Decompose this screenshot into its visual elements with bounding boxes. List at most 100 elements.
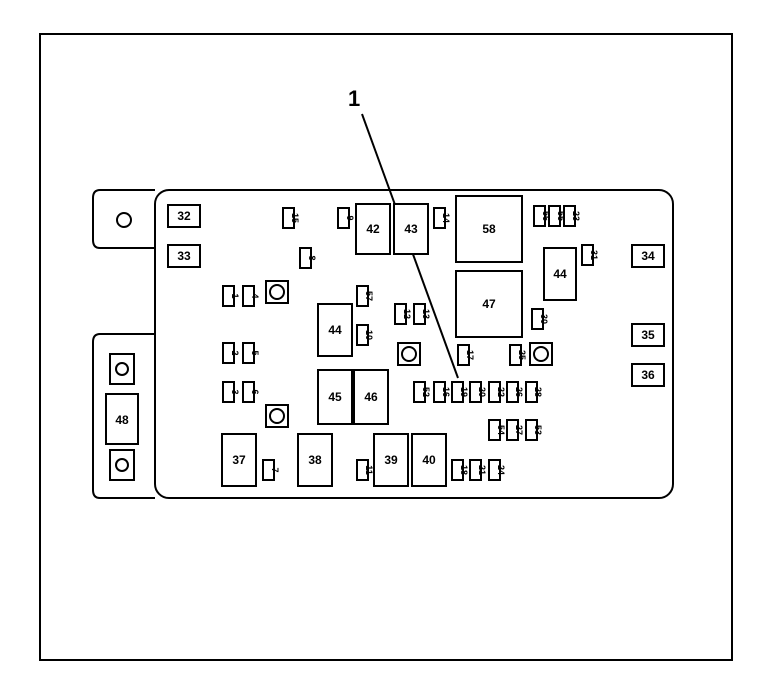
- mini-fuse-4-label: 4: [250, 293, 260, 298]
- mini-fuse-23-label: 23: [571, 211, 581, 221]
- mini-fuse-13-label: 13: [421, 309, 431, 319]
- relay-39-box: [373, 433, 409, 487]
- mini-fuse-5: 5: [242, 342, 260, 364]
- relay-33-label: 33: [177, 249, 191, 263]
- mini-fuse-56: 56: [533, 205, 551, 227]
- mini-fuse-18-label: 18: [459, 465, 469, 475]
- mounting-hole: [116, 212, 132, 228]
- mini-fuse-9: 9: [337, 207, 355, 229]
- fuse-48-pin-bottom: [115, 458, 129, 472]
- relay-35: 35: [631, 323, 665, 347]
- relay-33-box: [167, 244, 201, 268]
- mini-fuse-31-label: 31: [589, 250, 599, 260]
- mini-fuse-21: 21: [469, 459, 487, 481]
- mini-fuses: 15 9 14 56 55 23 8 31 1 4 57 12 13 30 10…: [222, 205, 599, 481]
- mini-fuse-12: 12: [394, 303, 412, 325]
- relay-47-box: [455, 270, 523, 338]
- socket-1: [265, 280, 289, 304]
- callout-label: 1: [348, 86, 360, 111]
- relay-38-label: 38: [308, 453, 322, 467]
- mini-fuse-14-label: 14: [441, 213, 451, 223]
- mini-fuse-3-label: 3: [230, 389, 240, 394]
- mini-fuse-19: 19: [451, 381, 469, 403]
- mini-fuse-56-label: 56: [541, 211, 551, 221]
- relay-46-label: 46: [364, 390, 378, 404]
- relay-44-center-box: [317, 303, 353, 357]
- mini-fuse-1-label: 1: [230, 293, 240, 298]
- mini-fuse-11: 11: [356, 459, 374, 481]
- relay-34-label: 34: [641, 249, 655, 263]
- socket-4: [265, 404, 289, 428]
- relay-45: 45: [317, 369, 353, 425]
- mounting-tab-top: [92, 189, 155, 249]
- relay-43-box: [393, 203, 429, 255]
- mini-fuse-20: 20: [469, 381, 487, 403]
- relay-37: 37: [221, 433, 257, 487]
- relay-45-label: 45: [328, 390, 342, 404]
- relay-44-right-label: 44: [553, 267, 567, 281]
- mini-fuse-2-label: 2: [230, 350, 240, 355]
- relay-37-box: [221, 433, 257, 487]
- mini-fuse-24-label: 24: [496, 465, 506, 475]
- fuse-block-body: [154, 189, 674, 499]
- relay-39-label: 39: [384, 453, 398, 467]
- mini-fuse-8: 8: [299, 247, 317, 269]
- relay-58-box: [455, 195, 523, 263]
- mini-fuse-57-label: 57: [364, 291, 374, 301]
- relay-43-label: 43: [404, 222, 418, 236]
- relay-42: 42: [355, 203, 391, 255]
- mini-fuse-11-label: 11: [364, 465, 374, 475]
- mini-fuse-25: 25: [509, 344, 527, 366]
- relay-44-center-label: 44: [328, 323, 342, 337]
- relay-36: 36: [631, 363, 665, 387]
- mini-fuse-22-label: 22: [496, 387, 506, 397]
- relay-32-box: [167, 204, 201, 228]
- socket-3: [529, 342, 553, 366]
- mini-fuse-5-label: 5: [250, 350, 260, 355]
- mini-fuse-28: 28: [525, 381, 543, 403]
- mini-fuse-20-label: 20: [477, 387, 487, 397]
- fuse-48: 48: [105, 353, 139, 481]
- relay-36-label: 36: [641, 368, 655, 382]
- mini-fuse-7-label: 7: [270, 467, 280, 472]
- relay-46-box: [353, 369, 389, 425]
- mini-fuse-26: 26: [506, 381, 524, 403]
- mini-fuse-10-label: 10: [364, 330, 374, 340]
- relay-44-right-box: [543, 247, 577, 301]
- fuse-48-label: 48: [115, 413, 129, 427]
- mini-fuse-10: 10: [356, 324, 374, 346]
- mini-fuse-6-label: 6: [250, 389, 260, 394]
- mini-fuse-53-label: 53: [533, 425, 543, 435]
- relay-44-right: 44: [543, 247, 577, 301]
- mini-fuse-1: 1: [222, 285, 240, 307]
- fuse-48-pin-top: [115, 362, 129, 376]
- relay-32-label: 32: [177, 209, 191, 223]
- mini-fuse-24: 24: [488, 459, 506, 481]
- mini-fuse-18: 18: [451, 459, 469, 481]
- mini-fuse-23: 23: [563, 205, 581, 227]
- relay-47-label: 47: [482, 297, 496, 311]
- relay-46: 46: [353, 369, 389, 425]
- mini-fuse-31: 31: [581, 244, 599, 266]
- relay-40-box: [411, 433, 447, 487]
- side-housing: [92, 333, 155, 499]
- relay-38-box: [297, 433, 333, 487]
- mini-fuse-14: 14: [433, 207, 451, 229]
- relay-38: 38: [297, 433, 333, 487]
- relay-45-box: [317, 369, 353, 425]
- relay-43: 43: [393, 203, 429, 255]
- mini-fuse-52-label: 52: [421, 387, 431, 397]
- socket-2: [397, 342, 421, 366]
- relay-33: 33: [167, 244, 201, 268]
- relay-39: 39: [373, 433, 409, 487]
- mini-fuse-55: 55: [548, 205, 566, 227]
- relay-34-box: [631, 244, 665, 268]
- relay-58: 58: [455, 195, 523, 263]
- fuse-48-holder-bottom: [109, 449, 135, 481]
- mini-fuse-8-label: 8: [307, 255, 317, 260]
- mini-fuse-12-label: 12: [402, 309, 412, 319]
- mini-fuse-25-label: 25: [517, 350, 527, 360]
- mini-fuse-17-label: 17: [465, 350, 475, 360]
- fuse-48-holder-top: [109, 353, 135, 385]
